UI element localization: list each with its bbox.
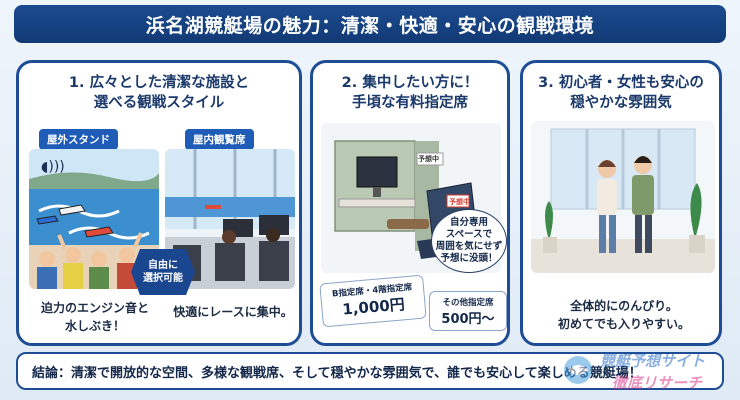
panel-atmosphere-title: 3. 初心者・女性も安心の 穏やかな雰囲気 [523,73,719,113]
thought-bubble: 自分専用 スペースで 周囲を気にせず 予想に没頭！ [431,209,507,273]
outdoor-caption-line2: 水しぶき！ [64,319,125,333]
arrow-text-line2: 選択可能 [143,273,183,284]
bubble-line4: 予想に没頭！ [440,253,498,264]
indoor-seat-tag: 屋内観覧席 [185,129,254,150]
conclusion-text: 結論：清潔で開放的な空間、多様な観戦席、そして穏やかな雰囲気で、誰でも安心して楽… [32,365,642,381]
outdoor-stand-tag: 屋外スタンド [39,129,118,150]
sound-icon: ◖))) [41,159,65,175]
panel-reserved-seats: 2. 集中したい方に！ 手頃な有料指定席 予想中 予想中 自分専用 スペースで … [310,60,510,346]
indoor-caption: 快適にレースに集中。 [173,305,293,319]
panel-facilities-title-line1: 1. 広々とした清潔な施設と [68,75,250,91]
atmosphere-caption-line1: 全体的にのんびり。 [570,299,678,313]
panel-facilities: 1. 広々とした清潔な施設と 選べる観戦スタイル 屋外スタンド 屋内観覧席 ◖)… [16,60,302,346]
atmosphere-caption: 全体的にのんびり。 初めてでも入りやすい。 [527,297,719,333]
bubble-line1: 自分専用 [449,217,488,228]
bubble-line3: 周囲を気にせず [435,241,503,252]
panel-reserved-title-line2: 手頃な有料指定席 [352,95,468,111]
outdoor-caption: 迫力のエンジン音と 水しぶき！ [25,299,165,335]
atmosphere-caption-line2: 初めてでも入りやすい。 [557,317,690,331]
booth-reserved-sign: 予想中 [418,155,439,163]
price-tag-other-seat: その他指定席 500円〜 [429,291,507,331]
bubble-line2: スペースで [445,229,493,240]
price-tag-b-seat: B指定席・4階指定席 1,000円 [319,274,427,328]
seat-reserved-sign: 予想中 [449,198,470,206]
panel-atmosphere-title-line1: 3. 初心者・女性も安心の [538,75,704,91]
arrow-text-line1: 自由に [148,260,178,271]
outdoor-caption-line1: 迫力のエンジン音と [40,301,149,315]
price-tag-other-value: 500円〜 [441,312,495,327]
free-choice-arrow: 自由に 選択可能 [131,249,195,295]
panel-reserved-title: 2. 集中したい方に！ 手頃な有料指定席 [313,73,507,113]
conclusion-banner: 結論：清潔で開放的な空間、多様な観戦席、そして穏やかな雰囲気で、誰でも安心して楽… [16,352,724,390]
atmosphere-illustration [531,121,715,273]
panel-facilities-title: 1. 広々とした清潔な施設と 選べる観戦スタイル [19,73,299,113]
outdoor-stand-illustration [29,149,159,289]
page-title: 浜名湖競艇場の魅力：清潔・快適・安心の観戦環境 [14,5,726,43]
panel-reserved-title-line1: 2. 集中したい方に！ [341,75,479,91]
panel-atmosphere: 3. 初心者・女性も安心の 穏やかな雰囲気 全体的にのんびり。 初めてでも入りや… [520,60,722,346]
panel-atmosphere-title-line2: 穏やかな雰囲気 [570,95,672,111]
price-tag-other-label: その他指定席 [442,298,494,308]
panel-facilities-title-line2: 選べる観戦スタイル [93,95,225,111]
